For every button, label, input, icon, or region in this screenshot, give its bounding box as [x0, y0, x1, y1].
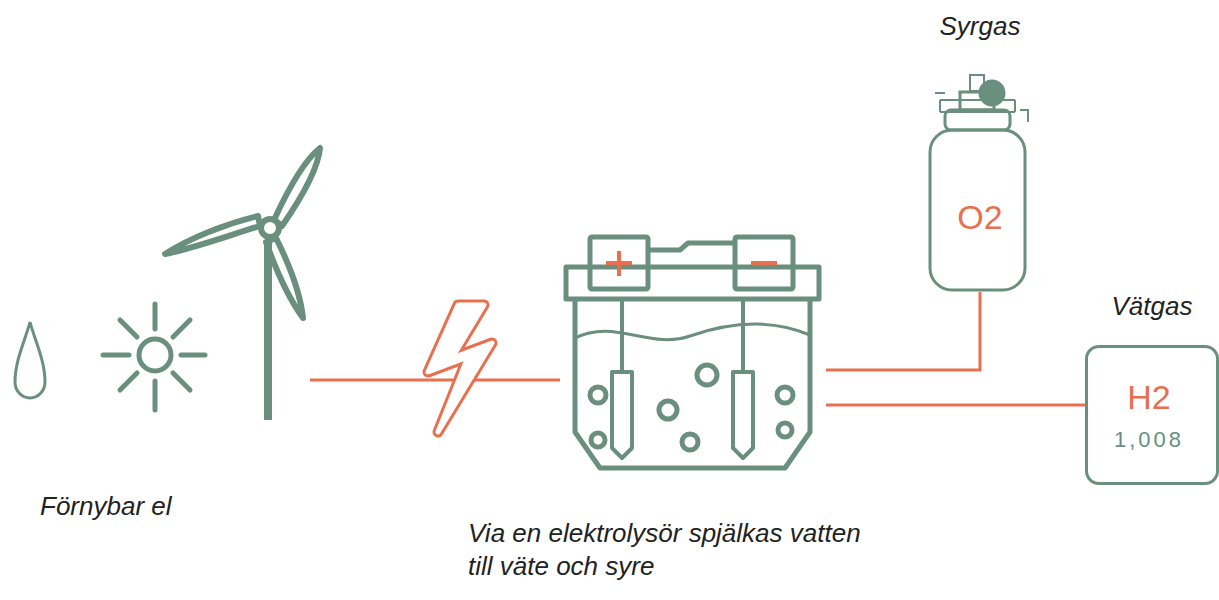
power-line: [826, 404, 1085, 407]
terminal-signs: [606, 251, 777, 276]
electrolyser-unit: Via en elektrolysör spjälkas vatten till…: [560, 232, 826, 472]
lightning-inner: [428, 305, 492, 432]
atomic-mass: 1,008: [1088, 426, 1210, 454]
gas-heading: Syrgas: [905, 10, 1055, 43]
sun-icon: [103, 304, 205, 410]
source-label: Förnybar el: [40, 490, 300, 523]
wind-turbine: [165, 148, 320, 420]
lightning-outer: [428, 305, 492, 432]
power-line: [310, 379, 560, 382]
process-caption: Via en elektrolysör spjälkas vatten till…: [468, 517, 868, 582]
oxygen-cylinder: SyrgasO2: [925, 60, 1035, 292]
renewable-sources-art: [10, 130, 310, 430]
electrolyser: [566, 237, 819, 468]
oxygen-cylinder-art: [925, 60, 1035, 292]
renewable-sources: Förnybar el: [10, 130, 310, 430]
water-drop: [15, 322, 45, 398]
chemical-formula: O2: [925, 196, 1035, 239]
hydrogen-element-box: VätgasH21,008: [1085, 345, 1219, 485]
electrolyser-unit-art: [560, 232, 826, 472]
gas-heading: Vätgas: [1078, 290, 1219, 323]
chemical-formula: H2: [1088, 376, 1210, 419]
gas-cylinder: [930, 75, 1028, 290]
power-line: [826, 292, 980, 370]
